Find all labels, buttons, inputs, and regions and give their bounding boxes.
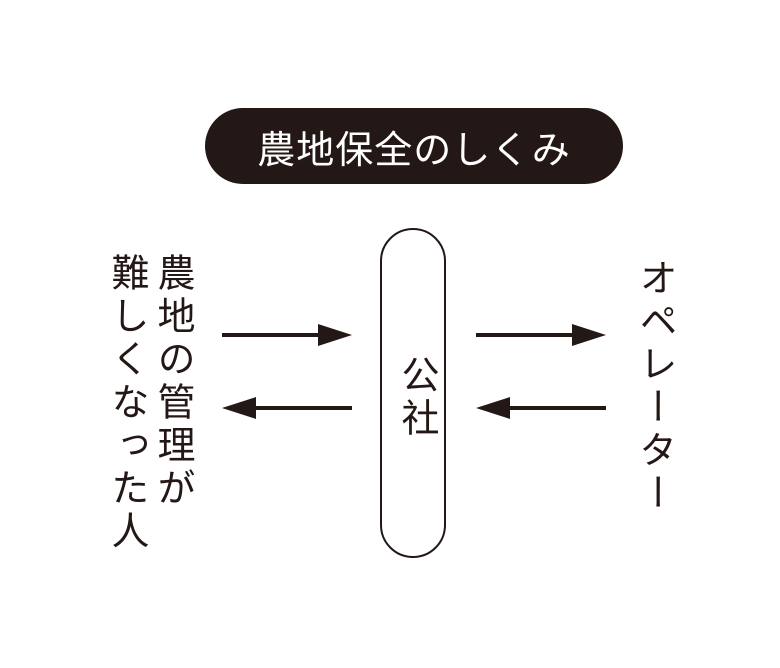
arrow-left-to-center bbox=[222, 324, 352, 346]
diagram-title: 農地保全のしくみ bbox=[205, 108, 623, 184]
arrow-center-to-right bbox=[476, 324, 606, 346]
center-party-label: 公社 bbox=[395, 355, 439, 441]
left-party-line-2: 難しくなった人 bbox=[105, 253, 149, 554]
arrow-right-to-center bbox=[476, 397, 606, 419]
left-party-line-1: 農地の管理が bbox=[151, 253, 195, 511]
arrow-center-to-left bbox=[222, 397, 352, 419]
right-party-label: オペレーター bbox=[633, 258, 677, 516]
center-party-box: 公社 bbox=[380, 228, 446, 558]
left-party-label: 農地の管理が 難しくなった人 bbox=[104, 253, 196, 554]
